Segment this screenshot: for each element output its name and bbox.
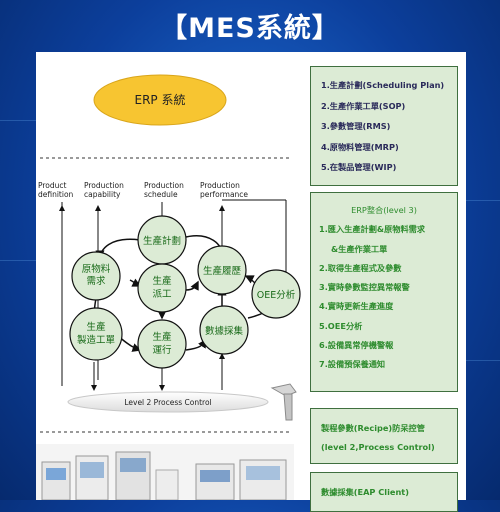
recipe-line-2: (level 2,Process Control) [321,442,435,452]
eap-line-1: 數據採集(EAP Client) [321,487,409,497]
erp-label: ERP 系統 [135,93,186,107]
node-dispatch-label-2: 派工 [152,289,172,300]
node-dispatch [137,263,187,313]
label-production-schedule-2: schedule [144,190,178,199]
node-process-label-1: 生產 [86,321,106,333]
mes-modules-box: 1.生產計劃(Scheduling Plan) 2.生產作業工單(SOP) 3.… [310,66,458,186]
integration-item: 2.取得生產程式及參數 [319,262,402,273]
module-item: 2.生產作業工單(SOP) [321,100,406,111]
bg-line [466,200,500,201]
erp-ellipse [93,74,227,126]
node-operation [137,319,187,369]
label-production-schedule-1: Production [144,181,184,190]
erp-integration-box: ERP整合(level 3) 1.匯入生產計劃&原物料需求 &生產作業工單 2.… [310,192,458,392]
label-production-capability-2: capability [84,190,121,199]
node-production-schedule-label: 生產計劃 [143,235,181,247]
module-item: 1.生產計劃(Scheduling Plan) [321,80,445,90]
barcode-scanner-icon [270,383,297,421]
node-tracking-label: 生產履歷 [203,265,242,277]
process-control-label: Level 2 Process Control [124,398,211,407]
integration-item: 5.OEE分析 [319,320,363,331]
integration-item: 7.設備預保養通知 [319,359,386,370]
label-product-definition-2: definition [38,190,74,199]
node-material-label-1: 原物料 [82,263,111,275]
integration-item: 6.設備異常停機警報 [319,340,394,351]
recipe-control-box: 製程參數(Recipe)防呆控管 (level 2,Process Contro… [310,408,458,464]
label-product-definition-1: Product [38,181,67,190]
recipe-line-1: 製程參數(Recipe)防呆控管 [321,423,425,433]
integration-item: &生產作業工單 [331,243,388,254]
module-item: 5.在製品管理(WIP) [321,162,397,172]
bg-line [0,120,36,121]
process-control-ellipse [67,391,269,413]
mes-diagram: ERP 系統 Product definition Production cap… [36,74,301,500]
bg-line [0,260,36,261]
node-operation-label-1: 生產 [152,331,172,343]
node-operation-label-2: 運行 [152,344,172,356]
integration-item: 4.實時更新生產進度 [319,301,394,312]
integration-heading: ERP整合(level 3) [351,205,417,215]
label-production-performance-2: performance [200,190,248,199]
module-item: 4.原物料管理(MRP) [321,141,399,152]
node-oee [251,269,301,319]
node-process-label-2: 製造工單 [77,334,115,346]
label-production-capability-1: Production [84,181,124,190]
label-production-performance-1: Production [200,181,240,190]
integration-item: 1.匯入生產計劃&原物料需求 [319,224,426,235]
node-material-label-2: 需求 [86,275,106,287]
node-process [69,307,123,361]
bg-line [466,360,500,361]
node-tracking [197,245,247,295]
equipment-photo-strip [36,444,294,500]
node-oee-label: OEE分析 [257,289,296,301]
arrow-curve [185,280,199,291]
eap-client-box: 數據採集(EAP Client) [310,472,458,512]
node-dispatch-label-1: 生產 [152,275,172,287]
node-data-collection [199,305,249,355]
integration-item: 3.實時參數監控異常報警 [319,282,410,293]
node-data-collection-label: 數據採集 [205,325,244,337]
module-item: 3.參數管理(RMS) [321,121,391,131]
node-material [71,251,121,301]
page-title: 【MES系統】 [160,13,340,44]
